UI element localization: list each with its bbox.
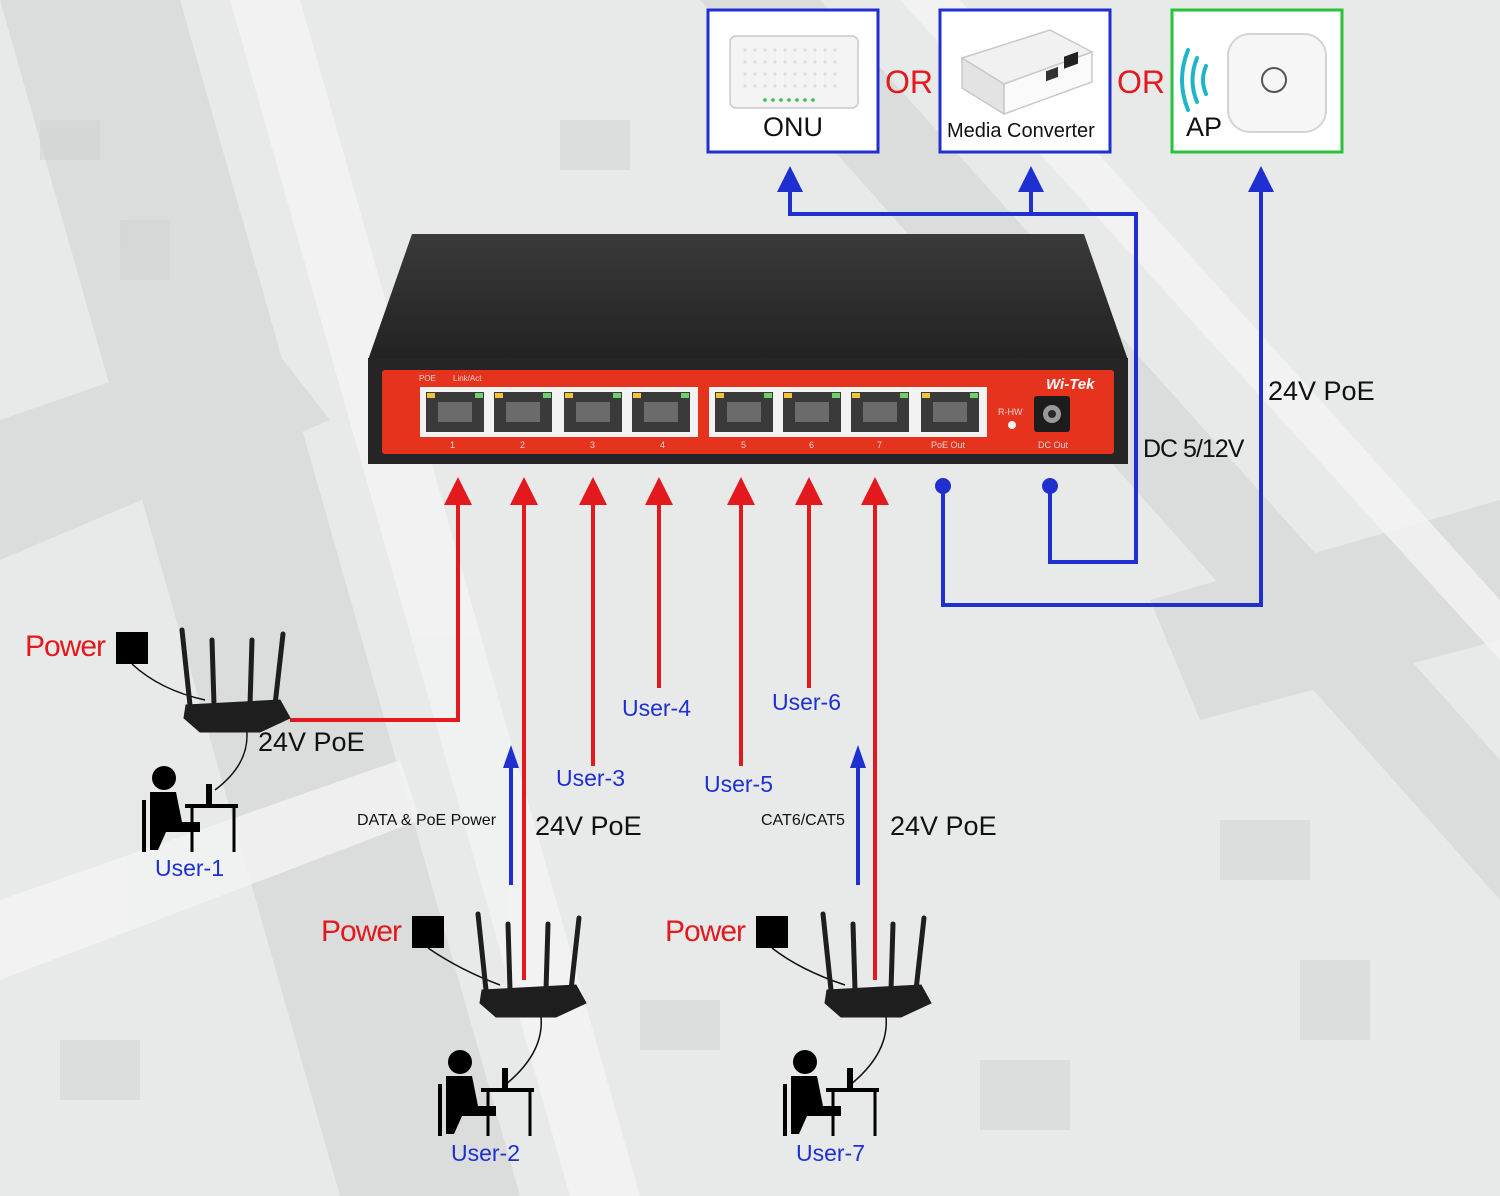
ap-box [1170, 8, 1344, 154]
switch-top-surface [368, 234, 1128, 360]
router-1 [179, 627, 291, 733]
rhw-label: R-HW [998, 407, 1023, 417]
port-leds [427, 393, 978, 398]
link-act-label: Link/Act [453, 374, 482, 383]
reset-button [1008, 421, 1016, 429]
user-5-label: User-5 [704, 771, 774, 797]
media-converter-device-icon [960, 29, 1094, 116]
port-label-5: 5 [741, 440, 747, 450]
media-converter-box [938, 8, 1112, 154]
port-label-6: 6 [809, 440, 815, 450]
user-4-label: User-4 [622, 695, 692, 721]
media-converter-arrowhead [1018, 166, 1044, 192]
power-cords [131, 663, 887, 1086]
poe-out-to-ap-line [941, 190, 1263, 607]
dc-out-line [788, 190, 1138, 564]
power-socket-2 [412, 916, 444, 948]
user-1-label: User-1 [155, 855, 225, 881]
power-label-1: Power [25, 630, 106, 663]
port-label-poe-out: PoE Out [931, 440, 966, 450]
user-3-label: User-3 [556, 765, 626, 791]
ap-device-icon [1227, 33, 1327, 133]
dc-out-label: DC Out [1038, 440, 1069, 450]
user-1-icon [142, 766, 238, 852]
port-label-4: 4 [660, 440, 666, 450]
wifi-signal-icon [1180, 48, 1208, 112]
red-arrowheads [444, 477, 889, 505]
blue-connections [509, 190, 1263, 885]
user-7-label: User-7 [796, 1140, 866, 1166]
port-inner-shapes [438, 402, 967, 422]
cable-arrowhead-right [850, 745, 866, 768]
port-label-7: 7 [877, 440, 883, 450]
dc-voltage-label: DC 5/12V [1143, 435, 1244, 463]
poe-out-dot [935, 478, 951, 494]
user-7-icon [783, 1050, 879, 1136]
user-6-label: User-6 [772, 689, 842, 715]
data-arrowhead-left [503, 745, 519, 768]
onu-label: ONU [763, 112, 823, 142]
power-label-3: Power [665, 915, 746, 948]
power-sockets [116, 632, 788, 948]
blue-arrowheads [503, 166, 1274, 768]
poe-user1-label: 24V PoE [258, 727, 365, 757]
cable-type-label: CAT6/CAT5 [761, 812, 845, 829]
router-3 [820, 911, 932, 1018]
power-socket-3 [756, 916, 788, 948]
poe-user2-label: 24V PoE [535, 811, 642, 841]
user-2-label: User-2 [451, 1140, 521, 1166]
router-2 [475, 911, 587, 1018]
red-connections [290, 502, 877, 980]
port-label-3: 3 [590, 440, 596, 450]
power-label-2: Power [321, 915, 402, 948]
poe-led-label: POE [419, 374, 436, 383]
poe-switch [368, 234, 1128, 464]
poe-user7-label: 24V PoE [890, 811, 997, 841]
ap-label: AP [1186, 112, 1223, 142]
port-label-1: 1 [450, 440, 456, 450]
onu-device-icon [729, 35, 859, 109]
dc-out-dot [1042, 478, 1058, 494]
user-2-icon [438, 1050, 534, 1136]
ap-arrowhead [1248, 166, 1274, 192]
data-poe-label: DATA & PoE Power [357, 812, 497, 829]
power-socket-1 [116, 632, 148, 664]
port-label-2: 2 [520, 440, 526, 450]
or-label-1: OR [885, 64, 933, 100]
user1-line [290, 502, 460, 722]
switch-brand-logo: Wi-Tek [1046, 376, 1095, 393]
onu-arrowhead [777, 166, 803, 192]
poe-uplink-label: 24V PoE [1268, 376, 1375, 406]
onu-box [706, 8, 880, 154]
or-label-2: OR [1117, 64, 1165, 100]
media-converter-label: Media Converter [947, 120, 1095, 142]
